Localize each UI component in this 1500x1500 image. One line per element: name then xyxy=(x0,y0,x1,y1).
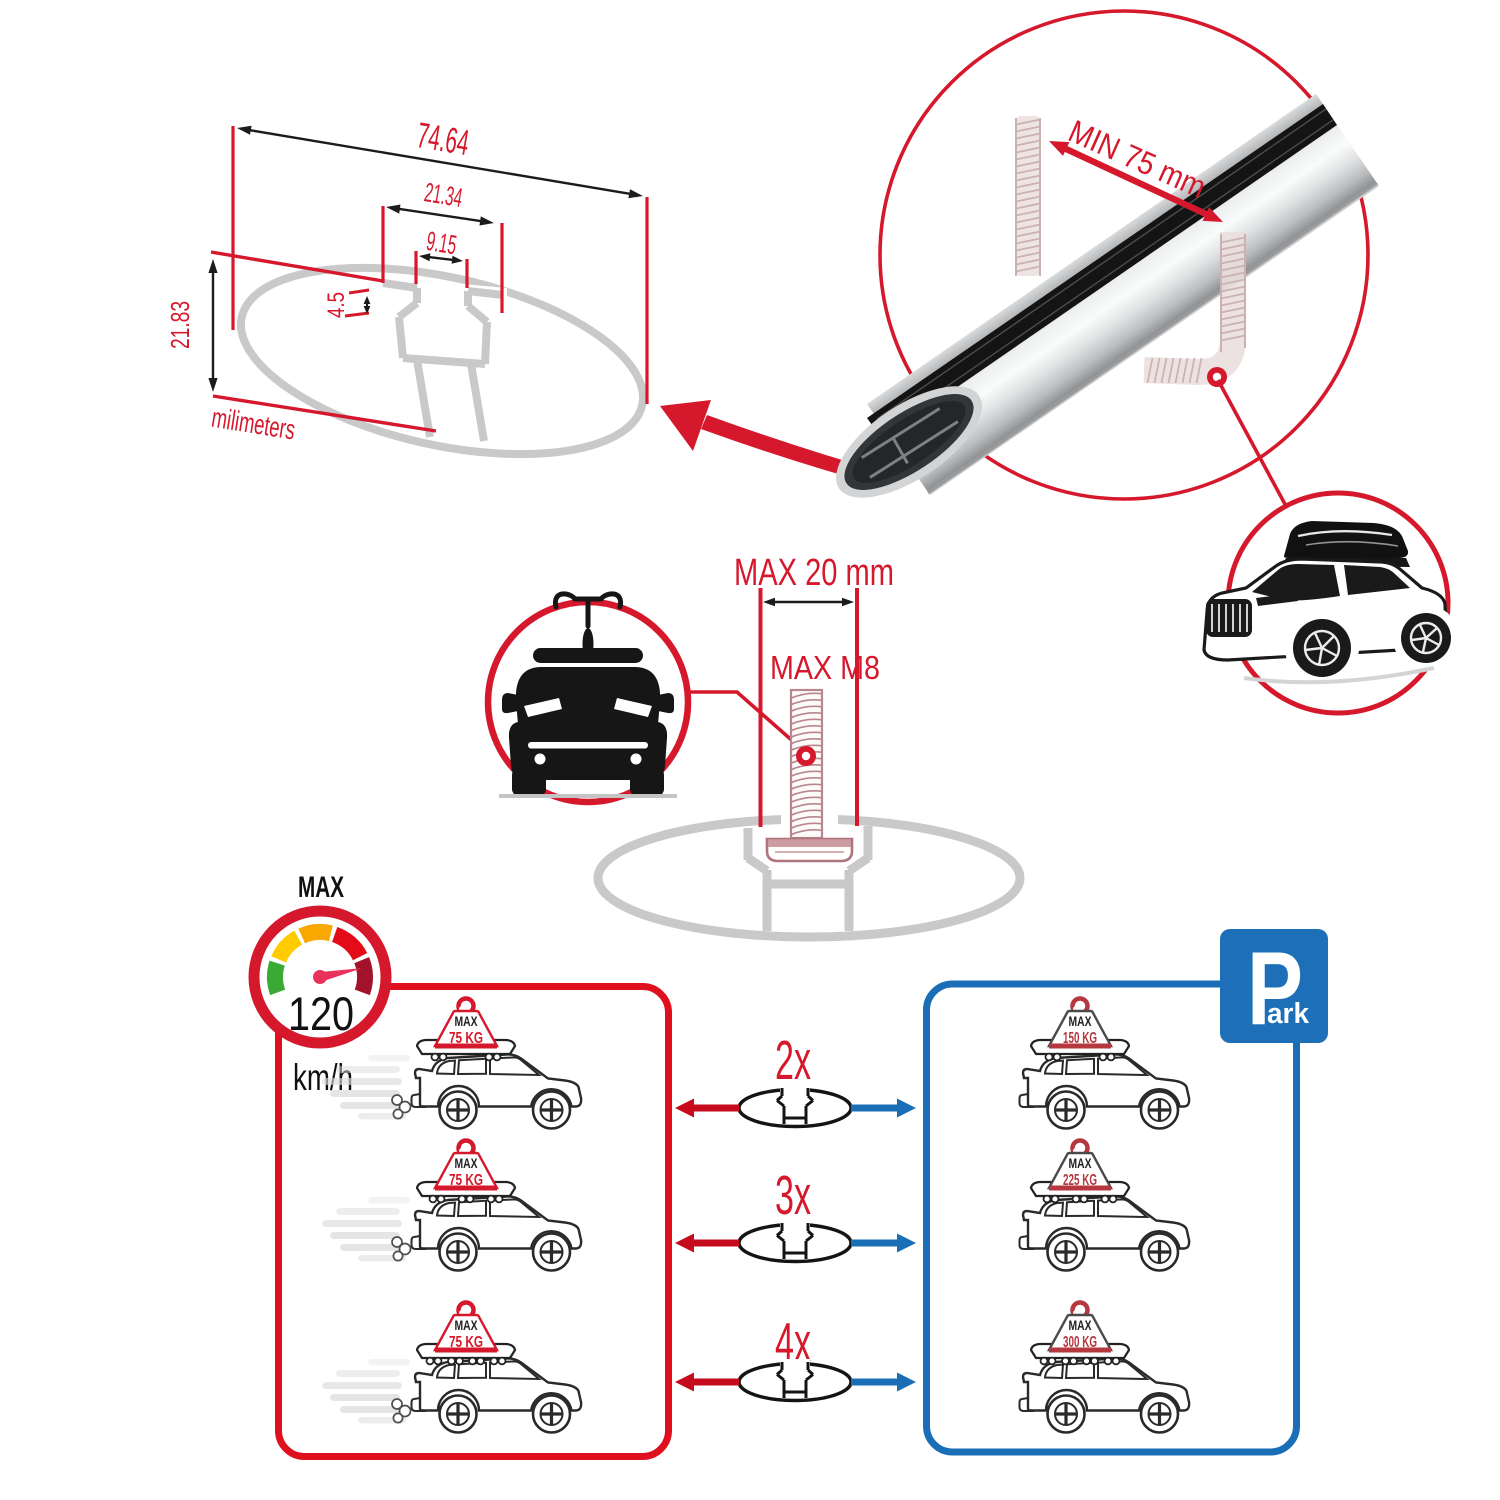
svg-text:MAX 20 mm: MAX 20 mm xyxy=(734,552,894,594)
svg-text:75 KG: 75 KG xyxy=(449,1172,483,1189)
svg-text:75 KG: 75 KG xyxy=(449,1334,483,1351)
svg-text:300 KG: 300 KG xyxy=(1063,1334,1097,1351)
svg-text:3x: 3x xyxy=(775,1164,811,1226)
svg-text:MAX: MAX xyxy=(455,1155,478,1171)
svg-text:MAX: MAX xyxy=(1069,1013,1092,1029)
svg-text:150 KG: 150 KG xyxy=(1063,1030,1097,1047)
svg-text:225 KG: 225 KG xyxy=(1063,1172,1097,1189)
svg-text:MAX: MAX xyxy=(298,871,344,904)
svg-text:MAX: MAX xyxy=(1069,1317,1092,1333)
svg-text:P: P xyxy=(1247,931,1303,1047)
svg-text:21.34: 21.34 xyxy=(422,177,464,213)
svg-text:MAX: MAX xyxy=(455,1317,478,1333)
svg-text:21.83: 21.83 xyxy=(165,301,195,349)
svg-text:9.15: 9.15 xyxy=(424,226,459,261)
svg-text:120: 120 xyxy=(288,987,354,1040)
svg-text:75 KG: 75 KG xyxy=(449,1030,483,1047)
svg-text:MAX M8: MAX M8 xyxy=(770,649,880,686)
svg-text:MAX: MAX xyxy=(455,1013,478,1029)
svg-text:74.64: 74.64 xyxy=(414,114,472,163)
svg-text:ark: ark xyxy=(1267,998,1310,1030)
svg-text:4.5: 4.5 xyxy=(323,292,350,318)
svg-text:2x: 2x xyxy=(775,1029,811,1091)
svg-text:MAX: MAX xyxy=(1069,1155,1092,1171)
